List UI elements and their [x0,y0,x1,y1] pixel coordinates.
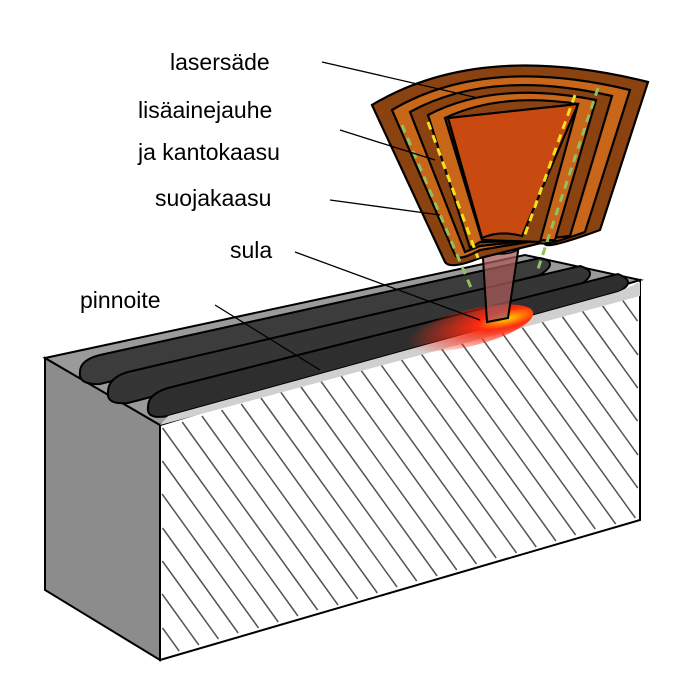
label-filler-powder-2: ja kantokaasu [137,139,280,165]
hatch-line [477,332,617,525]
label-melt-pool: sula [230,237,272,263]
hatch-line [161,493,260,629]
hatch-line [280,391,418,582]
hatch-line [398,355,537,548]
label-coating: pinnoite [80,287,161,313]
block-hatching [161,284,639,652]
leader-powder [339,129,436,161]
hatch-line [161,593,200,646]
bead-highlight [160,282,640,425]
nozzle [370,64,650,267]
hatch-line [161,627,180,652]
hatch-line [260,397,398,588]
hatch-line [220,409,359,600]
hatch-line [358,367,497,559]
label-filler-powder-1: lisäainejauhe [138,97,272,123]
bead [106,264,591,405]
hatch-line [201,415,339,606]
leader-laser [321,61,479,99]
hatch-line [575,302,639,389]
hatch-line [417,349,557,542]
hatch-line [299,385,438,577]
gas-flow-arrows [400,87,600,291]
powder-flow-arrows [426,94,577,259]
leader-shielding [329,199,441,216]
hatch-line [161,427,299,617]
hatch-line [536,314,639,456]
label-shielding-gas: suojakaasu [155,185,271,211]
label-laser-beam: lasersäde [170,49,270,75]
hatch-line [556,308,639,422]
hatch-line [240,403,378,594]
leader-coating [214,304,321,371]
hatch-line [457,338,596,530]
leader-lines [214,61,481,371]
hatch-line [161,460,279,623]
hatch-line [339,373,478,565]
hatch-line [161,560,220,640]
hatch-line [497,326,636,519]
hatch-line [595,296,639,356]
hatch-line [181,421,319,611]
leader-melt [294,251,481,321]
hatch-line [319,379,458,571]
hatch-line [378,361,518,554]
bead [78,256,551,386]
hatch-line [516,320,639,489]
hatch-line [437,343,577,536]
hatch-line [161,527,239,634]
